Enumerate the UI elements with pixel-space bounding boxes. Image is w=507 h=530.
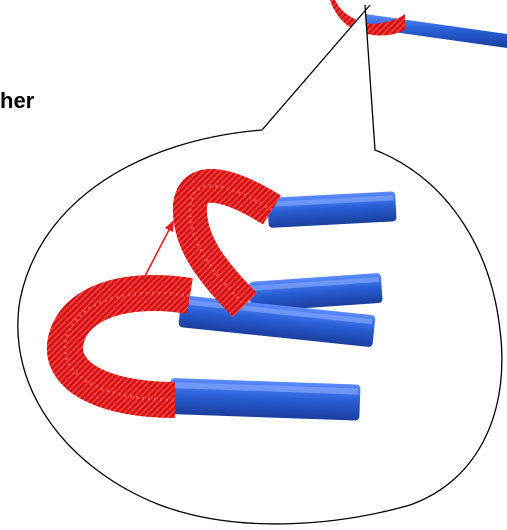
straw-upper xyxy=(267,191,397,228)
callout-bubble-outline xyxy=(17,4,503,525)
top-pipe-cleaner xyxy=(330,0,405,36)
straw-bottom xyxy=(169,378,361,421)
top-straw-fragment xyxy=(330,0,507,48)
pipe-cleaner-u-bend xyxy=(46,275,193,418)
straw-middle xyxy=(249,273,383,312)
partial-text-label: her xyxy=(0,88,35,113)
red-arrow xyxy=(142,220,174,281)
